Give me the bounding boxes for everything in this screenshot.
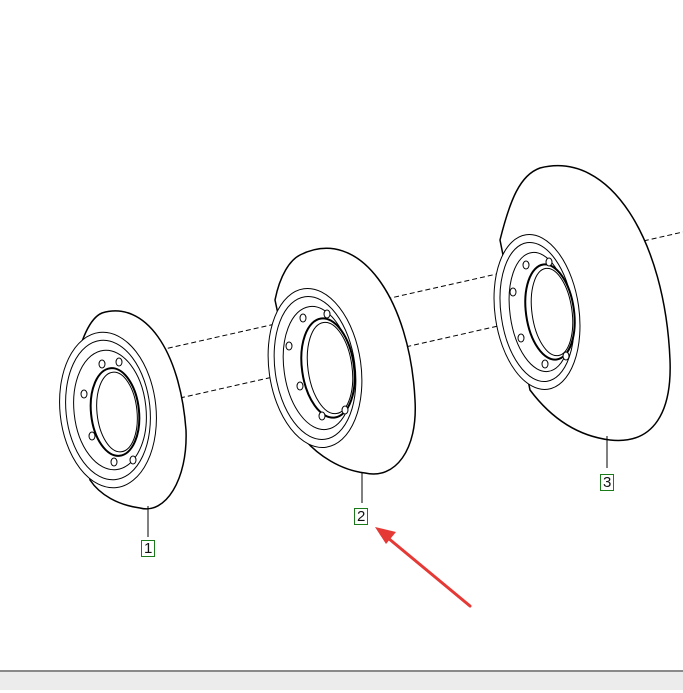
assembly-axis-line-upper xyxy=(159,231,683,351)
brake-disc-1[interactable] xyxy=(52,310,187,537)
brake-disc-3[interactable] xyxy=(485,165,671,468)
callout-part-3[interactable]: 3 xyxy=(600,474,615,491)
brake-disc-2[interactable] xyxy=(258,247,416,503)
callout-part-2[interactable]: 2 xyxy=(354,508,369,525)
window-bottom-edge xyxy=(0,670,683,690)
highlight-arrow xyxy=(375,527,472,608)
callout-part-1[interactable]: 1 xyxy=(141,540,156,557)
